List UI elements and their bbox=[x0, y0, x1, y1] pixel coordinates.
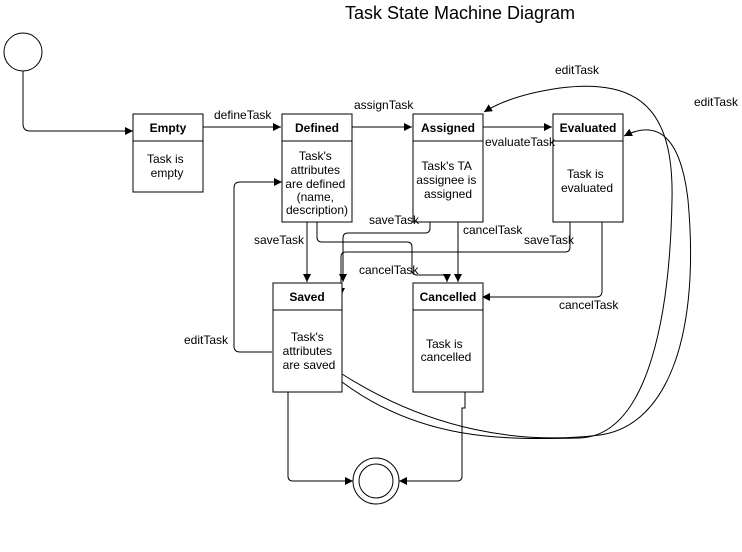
label-assigned-saved: saveTask bbox=[369, 213, 420, 227]
label-defined-saved: saveTask bbox=[254, 233, 305, 247]
state-cancelled: Cancelled Task is cancelled bbox=[412, 282, 484, 393]
edge-evaluated-saved bbox=[337, 222, 571, 296]
edge-cancelled-final bbox=[399, 392, 466, 485]
label-defined-cancelled: cancelTask bbox=[359, 263, 419, 277]
state-assigned-name: Assigned bbox=[421, 121, 475, 135]
state-cancelled-description: Task is cancelled bbox=[421, 337, 472, 364]
state-saved: Saved Task's attributes are saved bbox=[272, 282, 343, 393]
state-defined-name: Defined bbox=[295, 121, 339, 135]
label-defined-assigned: assignTask bbox=[354, 98, 414, 112]
state-empty-name: Empty bbox=[150, 121, 187, 135]
state-defined-description: Task's attributes are defined (name, des… bbox=[285, 149, 348, 217]
state-cancelled-name: Cancelled bbox=[420, 290, 477, 304]
final-state bbox=[352, 457, 400, 505]
state-saved-description: Task's attributes are saved bbox=[283, 330, 336, 372]
state-assigned-description: Task's TA assignee is assigned bbox=[416, 159, 479, 201]
label-evaluated-saved: saveTask bbox=[524, 233, 575, 247]
state-empty: Empty Task is empty bbox=[132, 113, 204, 193]
edge-defined-cancelled bbox=[316, 222, 451, 282]
edge-start-empty bbox=[22, 71, 133, 135]
label-empty-defined: defineTask bbox=[214, 108, 272, 122]
edge-evaluated-cancelled bbox=[482, 222, 603, 301]
label-saved-defined: editTask bbox=[184, 333, 229, 347]
label-saved-assigned: editTask bbox=[555, 63, 600, 77]
edge-assigned-saved bbox=[339, 222, 431, 282]
state-evaluated-name: Evaluated bbox=[560, 121, 617, 135]
state-assigned: Assigned Task's TA assignee is assigned bbox=[412, 113, 484, 223]
state-evaluated: Evaluated Task is evaluated bbox=[552, 113, 624, 223]
edge-saved-assigned bbox=[341, 85, 673, 440]
edge-saved-evaluated bbox=[341, 128, 692, 439]
edge-saved-final bbox=[287, 392, 353, 485]
initial-state bbox=[3, 32, 43, 72]
state-empty-description: Task is empty bbox=[147, 152, 187, 180]
state-evaluated-description: Task is evaluated bbox=[561, 167, 613, 195]
state-defined: Defined Task's attributes are defined (n… bbox=[281, 113, 353, 223]
label-assigned-cancelled: cancelTask bbox=[463, 223, 523, 237]
state-saved-name: Saved bbox=[289, 290, 324, 304]
label-saved-evaluated: editTask bbox=[694, 95, 739, 109]
edge-saved-defined bbox=[233, 178, 282, 353]
diagram-title: Task State Machine Diagram bbox=[345, 3, 575, 23]
label-evaluated-cancelled: cancelTask bbox=[559, 298, 619, 312]
label-assigned-evaluated: evaluateTask bbox=[485, 135, 556, 149]
